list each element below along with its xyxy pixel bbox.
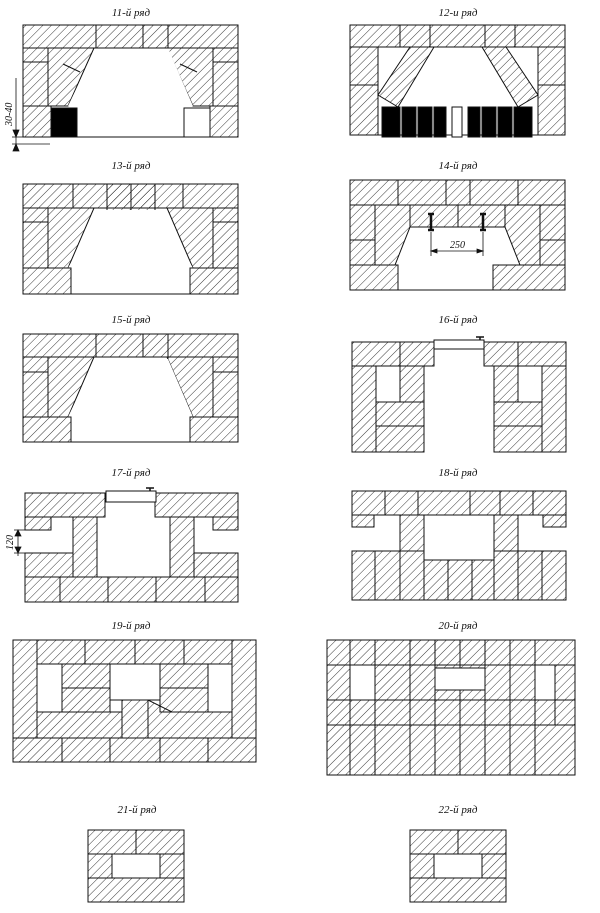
row-18-plan: [351, 490, 567, 601]
row-21-title: 21-й ряд: [117, 804, 157, 816]
row-19-title: 19-й ряд: [111, 620, 151, 632]
dim-120: 120: [5, 535, 16, 550]
row-12-plan: [349, 24, 566, 138]
row-18-title: 18-й ряд: [438, 467, 478, 479]
row-17-damper-mark: [146, 487, 154, 491]
row-14-plan: [349, 179, 566, 291]
row-16-title: 16-й ряд: [438, 314, 478, 326]
row-14-title: 14-й ряд: [438, 160, 478, 172]
row-14-dimension: 250: [428, 212, 486, 256]
row-20-plan: [326, 639, 576, 776]
row-13-title: 13-й ряд: [111, 160, 151, 172]
row-20-title: 20-й ряд: [438, 620, 478, 632]
row-11-plan: [22, 24, 239, 138]
row-21-plan: [87, 829, 185, 903]
row-15-plan: [22, 333, 239, 443]
row-22-title: 22-й ряд: [438, 804, 478, 816]
row-16-plan: [351, 339, 567, 453]
row-15-title: 15-й ряд: [111, 314, 151, 326]
dim-250: 250: [450, 240, 465, 251]
row-22-plan: [409, 829, 507, 903]
row-17-title: 17-й ряд: [111, 467, 151, 479]
row-12-title: 12-и ряд: [438, 7, 478, 19]
row-13-plan: [22, 183, 239, 295]
row-17-plan: [24, 490, 239, 603]
row-17-dimension: 120: [5, 529, 28, 556]
row-16-damper-mark: [476, 336, 484, 340]
row-19-plan: [12, 639, 257, 763]
row-11-dimension: 30-40: [4, 78, 50, 152]
dim-30-40: 30-40: [4, 103, 15, 127]
row-11-title: 11-й ряд: [111, 7, 151, 19]
